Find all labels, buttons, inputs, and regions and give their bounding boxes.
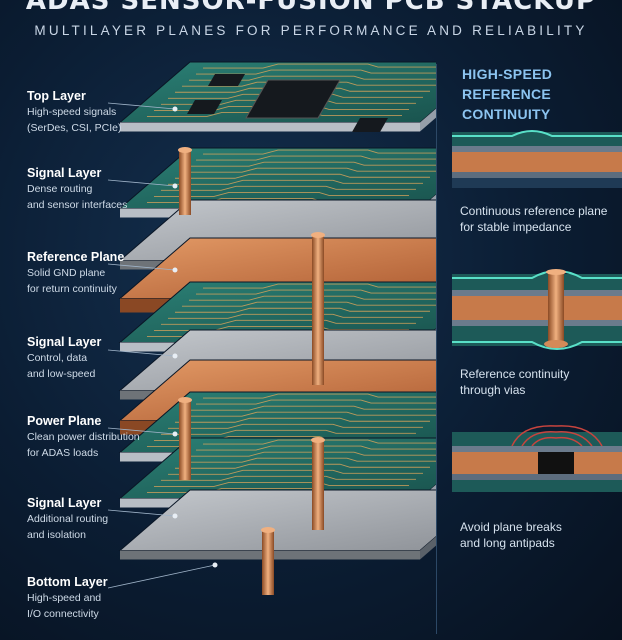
layer-name: Signal Layer (27, 166, 102, 180)
layer-name: Signal Layer (27, 335, 102, 349)
continuous-plane-diagram (452, 122, 622, 194)
layer-name: Power Plane (27, 414, 102, 428)
layer-desc: Solid GND plane for return continuity (27, 267, 117, 295)
leader-dot (172, 183, 178, 189)
leader-line (107, 102, 176, 110)
layer-name: Bottom Layer (27, 575, 108, 589)
leader-dot (172, 353, 178, 359)
leader-dot (172, 513, 178, 519)
layer-name: Reference Plane (27, 250, 125, 264)
leader-dot (172, 431, 178, 437)
leader-line (107, 564, 216, 589)
layer-name: Top Layer (27, 89, 86, 103)
layer-label-top: Top Layer High-speed signals (SerDes, CS… (27, 88, 167, 136)
via-pillar (312, 440, 324, 530)
via-cap (261, 527, 275, 533)
leader-dot (172, 106, 178, 112)
page-title: ADAS SENSOR-FUSION PCB STACKUP (25, 0, 597, 16)
leader-dot (172, 267, 178, 273)
via-pillar (179, 150, 191, 215)
via-pillar (312, 235, 324, 385)
layer-desc: Clean power distribution for ADAS loads (27, 431, 140, 459)
layer-label-signal-2: Signal Layer Control, data and low-speed (27, 334, 167, 382)
layer-label-power: Power Plane Clean power distribution for… (27, 413, 167, 461)
layer-name: Signal Layer (27, 496, 102, 510)
via-pillar (262, 530, 274, 595)
via-cap (311, 437, 325, 443)
via-cap (178, 147, 192, 153)
layer-label-bottom: Bottom Layer High-speed and I/O connecti… (27, 574, 167, 622)
leader-line (107, 427, 176, 435)
leader-line (107, 179, 176, 187)
panel-caption-1: Continuous reference plane for stable im… (460, 204, 608, 234)
page-subtitle: MULTILAYER PLANES FOR PERFORMANCE AND RE… (34, 23, 588, 38)
layer-desc: Additional routing and isolation (27, 513, 109, 541)
leader-dot (212, 562, 218, 568)
leader-line (107, 349, 176, 357)
leader-line (107, 263, 176, 271)
top-layer-board (118, 61, 436, 132)
layer-desc: Control, data and low-speed (27, 352, 96, 380)
panel-caption-3: Avoid plane breaks and long antipads (460, 520, 562, 550)
layer-label-reference: Reference Plane Solid GND plane for retu… (27, 249, 167, 297)
via-cap (178, 397, 192, 403)
layer-label-signal-3: Signal Layer Additional routing and isol… (27, 495, 167, 543)
plane-break-diagram (452, 418, 622, 496)
layer-label-signal-1: Signal Layer Dense routing and sensor in… (27, 165, 167, 213)
via-pillar (179, 400, 191, 480)
panel-divider (436, 64, 437, 634)
layer-desc: Dense routing and sensor interfaces (27, 183, 128, 211)
leader-line (107, 509, 176, 517)
via-cap (311, 232, 325, 238)
layer-desc: High-speed signals (SerDes, CSI, PCIe) (27, 106, 122, 134)
panel-title: HIGH-SPEED REFERENCE CONTINUITY (462, 66, 553, 122)
layer-desc: High-speed and I/O connectivity (27, 592, 102, 620)
pcb-stack-illustration (107, 61, 436, 595)
via-continuity-diagram (452, 262, 622, 360)
panel-caption-2: Reference continuity through vias (460, 367, 570, 397)
